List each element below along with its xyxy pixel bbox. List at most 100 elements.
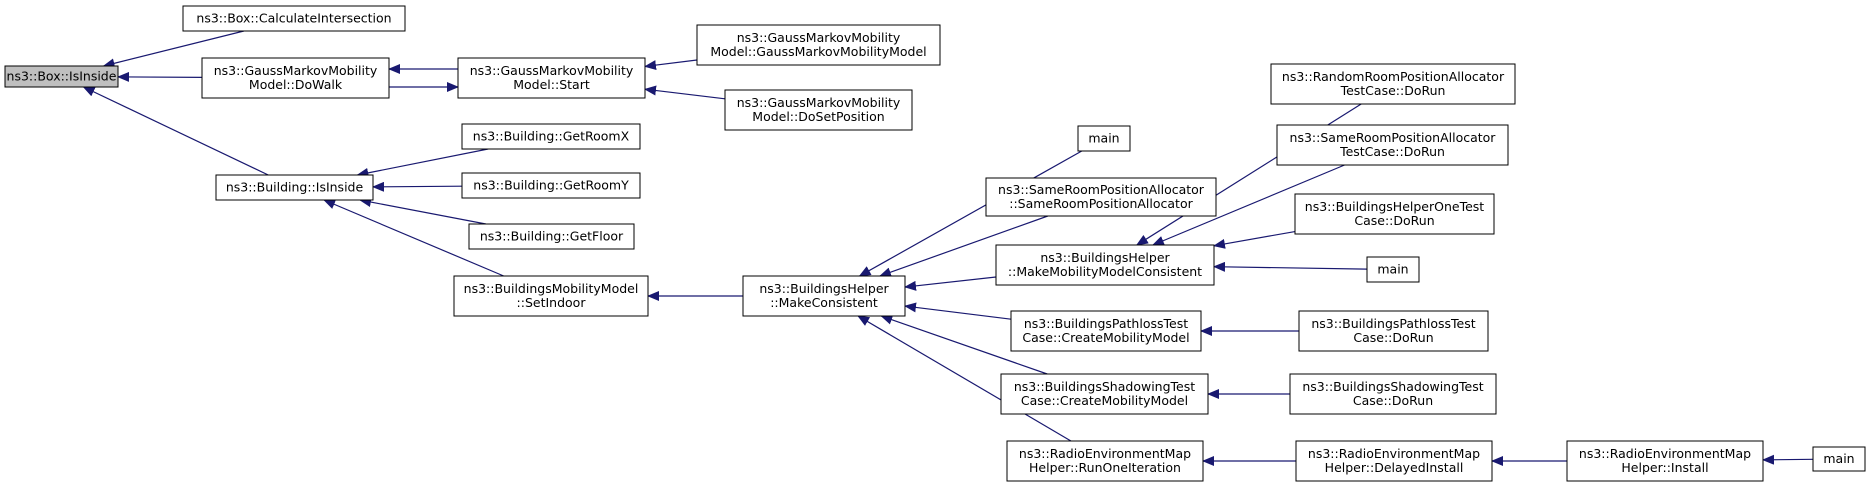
edge-bhone_dorun-to-bh_makemob xyxy=(1213,230,1296,249)
edge-srpa_ctor-to-bh_makecons xyxy=(879,215,1049,278)
graph-node-bpt_createmob[interactable]: ns3::BuildingsPathlossTestCase::CreateMo… xyxy=(1010,310,1202,352)
node-box xyxy=(742,275,906,317)
node-box xyxy=(1276,124,1509,166)
node-label: ns3::BuildingsShadowingTest xyxy=(1014,379,1195,394)
node-box xyxy=(215,174,374,201)
node-box xyxy=(1566,440,1764,482)
node-box xyxy=(1000,373,1209,415)
edge-srpa_dorun-to-bh_makemob xyxy=(1151,164,1345,246)
edge-box_calcint-to-box_isinside xyxy=(102,30,245,69)
node-box xyxy=(461,123,641,150)
edge-main2-to-bh_makemob xyxy=(1213,261,1368,272)
node-label: ns3::GaussMarkovMobility xyxy=(737,30,901,45)
graph-node-remh_runone[interactable]: ns3::RadioEnvironmentMapHelper::RunOneIt… xyxy=(1006,440,1204,482)
edge-bmm_setindoor-to-bld_isinside xyxy=(323,199,504,277)
node-label: ns3::BuildingsPathlossTest xyxy=(1024,316,1188,331)
node-label: Model::GaussMarkovMobilityModel xyxy=(710,44,926,59)
node-label: ns3::Box::IsInside xyxy=(7,69,117,84)
graph-node-bh_makecons[interactable]: ns3::BuildingsHelper::MakeConsistent xyxy=(742,275,906,317)
node-label: Model::DoWalk xyxy=(249,77,343,92)
node-box xyxy=(1006,440,1204,482)
node-label: ::SetIndoor xyxy=(517,295,587,310)
node-label: Helper::DelayedInstall xyxy=(1325,460,1464,475)
node-label: Case::DoRun xyxy=(1353,393,1433,408)
node-label: ns3::RadioEnvironmentMap xyxy=(1308,446,1480,461)
graph-node-gm_dosetpos[interactable]: ns3::GaussMarkovMobilityModel::DoSetPosi… xyxy=(724,89,913,131)
graph-node-bh_makemob[interactable]: ns3::BuildingsHelper::MakeMobilityModelC… xyxy=(995,244,1215,286)
node-box xyxy=(4,65,119,88)
node-label: TestCase::DoRun xyxy=(1340,83,1446,98)
edge-bh_makemob-to-bh_makecons xyxy=(904,276,997,291)
edge-gm_dowalk-to-box_isinside xyxy=(117,71,203,82)
graph-node-remh_delayed[interactable]: ns3::RadioEnvironmentMapHelper::DelayedI… xyxy=(1295,440,1493,482)
node-box xyxy=(696,24,941,66)
graph-node-srpa_dorun[interactable]: ns3::SameRoomPositionAllocatorTestCase::… xyxy=(1276,124,1509,166)
node-label: ns3::BuildingsHelper xyxy=(1040,250,1170,265)
node-box xyxy=(1295,440,1493,482)
edge-bld_roomy-to-bld_isinside xyxy=(372,181,463,192)
node-label: ::MakeConsistent xyxy=(770,295,878,310)
edge-bld_isinside-to-box_isinside xyxy=(82,86,269,176)
graph-node-bld_floor[interactable]: ns3::Building::GetFloor xyxy=(468,223,635,250)
graph-node-box_calcint[interactable]: ns3::Box::CalculateIntersection xyxy=(182,5,406,32)
graph-node-box_isinside[interactable]: ns3::Box::IsInside xyxy=(4,65,119,88)
node-box xyxy=(457,57,646,99)
node-box xyxy=(468,223,635,250)
node-label: Case::CreateMobilityModel xyxy=(1022,330,1189,345)
node-label: ns3::GaussMarkovMobility xyxy=(214,63,378,78)
node-label: ns3::RadioEnvironmentMap xyxy=(1579,446,1751,461)
node-label: TestCase::DoRun xyxy=(1339,144,1445,159)
graph-node-bst_createmob[interactable]: ns3::BuildingsShadowingTestCase::CreateM… xyxy=(1000,373,1209,415)
node-label: Helper::Install xyxy=(1621,460,1708,475)
node-label: ns3::Building::IsInside xyxy=(226,180,364,195)
edge-remh_runone-to-bh_makecons xyxy=(857,315,1072,442)
edge-main1-to-bh_makecons xyxy=(858,150,1083,277)
nodes-layer: ns3::Box::IsInside ns3::Box::CalculateInt… xyxy=(4,5,1866,482)
node-label: Case::DoRun xyxy=(1353,330,1433,345)
node-label: ns3::GaussMarkovMobility xyxy=(470,63,634,78)
graph-node-main1[interactable]: main xyxy=(1077,125,1131,152)
graph-node-bmm_setindoor[interactable]: ns3::BuildingsMobilityModel::SetIndoor xyxy=(453,275,649,317)
node-label: ns3::BuildingsHelperOneTest xyxy=(1305,199,1485,214)
edge-gm_dosetpos-to-gm_start xyxy=(644,85,726,100)
node-box xyxy=(1812,446,1866,472)
node-label: ns3::BuildingsPathlossTest xyxy=(1311,316,1475,331)
edge-bpt_createmob-to-bh_makecons xyxy=(904,302,1012,320)
graph-node-gm_start[interactable]: ns3::GaussMarkovMobilityModel::Start xyxy=(457,57,646,99)
node-label: Model::DoSetPosition xyxy=(752,109,884,124)
node-label: Case::CreateMobilityModel xyxy=(1021,393,1188,408)
node-label: main xyxy=(1088,131,1119,146)
node-box xyxy=(1289,373,1497,415)
node-label: Helper::RunOneIteration xyxy=(1029,460,1181,475)
graph-node-srpa_ctor[interactable]: ns3::SameRoomPositionAllocator::SameRoom… xyxy=(985,177,1217,217)
node-box xyxy=(182,5,406,32)
graph-node-gm_dowalk[interactable]: ns3::GaussMarkovMobilityModel::DoWalk xyxy=(201,57,390,99)
graph-node-main2[interactable]: main xyxy=(1366,256,1420,283)
graph-node-main3[interactable]: main xyxy=(1812,446,1866,472)
node-box xyxy=(1366,256,1420,283)
node-box xyxy=(201,57,390,99)
edge-main3-to-remh_install xyxy=(1762,454,1814,465)
node-box xyxy=(995,244,1215,286)
node-label: ns3::Building::GetRoomY xyxy=(473,178,629,193)
node-box xyxy=(724,89,913,131)
node-box xyxy=(1077,125,1131,152)
node-label: main xyxy=(1377,262,1408,277)
node-label: ns3::Box::CalculateIntersection xyxy=(196,11,391,26)
node-label: Model::Start xyxy=(513,77,590,92)
graph-node-rrpa_dorun[interactable]: ns3::RandomRoomPositionAllocatorTestCase… xyxy=(1270,63,1516,105)
edge-gm_ctor-to-gm_start xyxy=(644,59,698,71)
graph-node-gm_ctor[interactable]: ns3::GaussMarkovMobilityModel::GaussMark… xyxy=(696,24,941,66)
graph-node-bld_isinside[interactable]: ns3::Building::IsInside xyxy=(215,174,374,201)
node-label: Case::DoRun xyxy=(1354,213,1434,228)
node-label: ns3::Building::GetRoomX xyxy=(473,129,630,144)
edge-bst_createmob-to-bh_makecons xyxy=(880,314,1048,375)
graph-node-bld_roomx[interactable]: ns3::Building::GetRoomX xyxy=(461,123,641,150)
node-box xyxy=(1270,63,1516,105)
graph-node-bld_roomy[interactable]: ns3::Building::GetRoomY xyxy=(461,172,641,199)
